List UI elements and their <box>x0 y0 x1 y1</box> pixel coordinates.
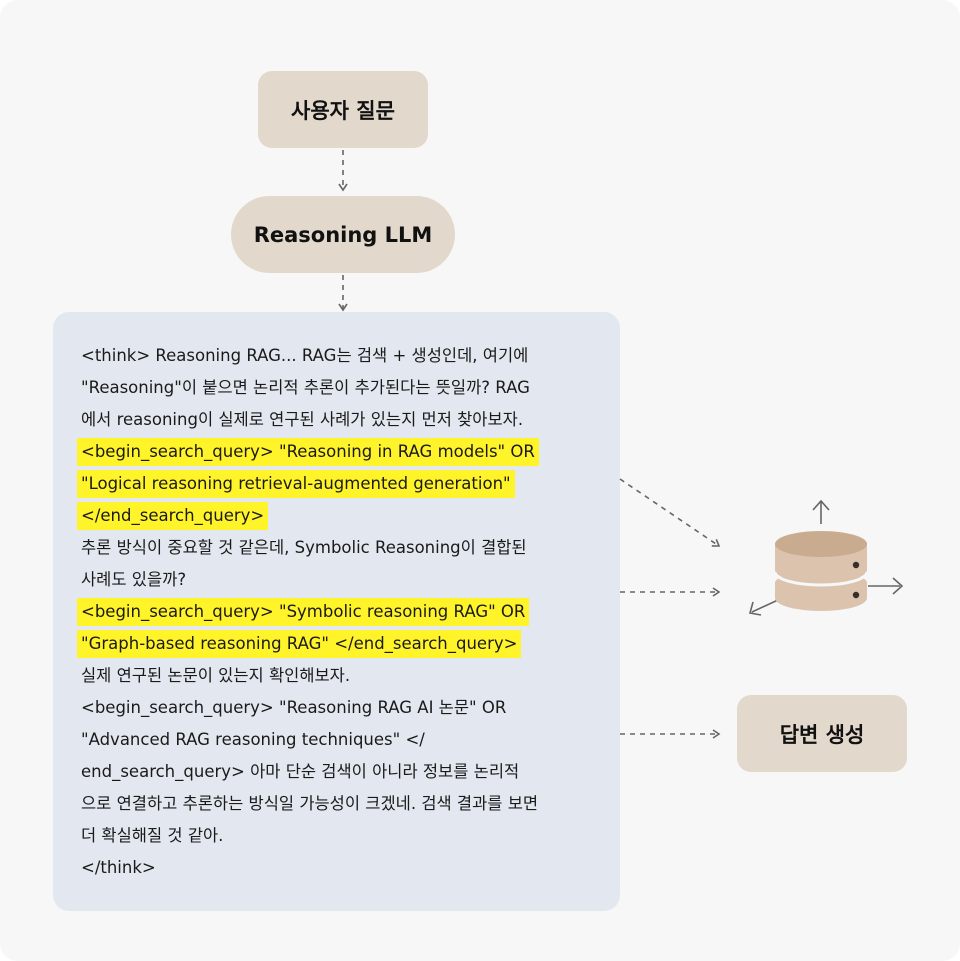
think-line: 으로 연결하고 추론하는 방식일 가능성이 크겠네. 검색 결과를 보면 <box>81 788 611 820</box>
think-line: "Logical reasoning retrieval-augmented g… <box>77 468 611 500</box>
think-line-text: 실제 연구된 논문이 있는지 확인해보자. <box>81 666 351 685</box>
think-line-text: <think> Reasoning RAG... RAG는 검색 + 생성인데,… <box>81 346 529 365</box>
arrow-think-to-db-1 <box>619 478 721 547</box>
think-line-text: 으로 연결하고 추론하는 방식일 가능성이 크겠네. 검색 결과를 보면 <box>81 794 539 813</box>
think-line: end_search_query> 아마 단순 검색이 아니라 정보를 논리적 <box>81 756 611 788</box>
think-text: <think> Reasoning RAG... RAG는 검색 + 생성인데,… <box>77 340 611 884</box>
think-line-text: 더 확실해질 것 같아. <box>81 826 224 845</box>
think-line: </think> <box>81 852 611 884</box>
think-line: <begin_search_query> "Reasoning RAG AI 논… <box>81 692 611 724</box>
think-line: <begin_search_query> "Reasoning in RAG m… <box>77 436 611 468</box>
search-query-highlight: <begin_search_query> "Reasoning in RAG m… <box>77 438 539 466</box>
search-query-highlight: "Logical reasoning retrieval-augmented g… <box>77 470 515 498</box>
think-line-text: "Reasoning"이 붙으면 논리적 추론이 추가된다는 뜻일까? RAG <box>81 378 530 397</box>
think-panel: <think> Reasoning RAG... RAG는 검색 + 생성인데,… <box>53 312 620 911</box>
think-line: 사례도 있을까? <box>81 564 611 596</box>
search-query-highlight: "Graph-based reasoning RAG" </end_search… <box>77 630 522 658</box>
answer-generation-node: 답변 생성 <box>737 695 907 772</box>
think-line-text: <begin_search_query> "Reasoning RAG AI 논… <box>81 698 507 717</box>
think-line-text: </think> <box>81 858 156 877</box>
think-line-text: 에서 reasoning이 실제로 연구된 사례가 있는지 먼저 찾아보자. <box>81 410 524 429</box>
think-line: 에서 reasoning이 실제로 연구된 사례가 있는지 먼저 찾아보자. <box>81 404 611 436</box>
think-line-text: 사례도 있을까? <box>81 570 187 589</box>
reasoning-llm-node: Reasoning LLM <box>231 196 455 273</box>
search-query-highlight: <begin_search_query> "Symbolic reasoning… <box>77 598 530 626</box>
think-line: "Advanced RAG reasoning techniques" </ <box>81 724 611 756</box>
think-line: 추론 방식이 중요할 것 같은데, Symbolic Reasoning이 결합… <box>81 532 611 564</box>
think-line: <think> Reasoning RAG... RAG는 검색 + 생성인데,… <box>81 340 611 372</box>
think-line: "Reasoning"이 붙으면 논리적 추론이 추가된다는 뜻일까? RAG <box>81 372 611 404</box>
think-line: "Graph-based reasoning RAG" </end_search… <box>77 628 611 660</box>
think-line: </end_search_query> <box>77 500 611 532</box>
think-line: 실제 연구된 논문이 있는지 확인해보자. <box>81 660 611 692</box>
think-line: <begin_search_query> "Symbolic reasoning… <box>77 596 611 628</box>
think-line-text: "Advanced RAG reasoning techniques" </ <box>81 730 425 749</box>
user-question-node: 사용자 질문 <box>258 71 428 148</box>
think-line: 더 확실해질 것 같아. <box>81 820 611 852</box>
think-line-text: end_search_query> 아마 단순 검색이 아니라 정보를 논리적 <box>81 762 520 781</box>
think-line-text: 추론 방식이 중요할 것 같은데, Symbolic Reasoning이 결합… <box>81 538 527 557</box>
search-query-highlight: </end_search_query> <box>77 502 269 530</box>
database-icon <box>748 499 904 616</box>
